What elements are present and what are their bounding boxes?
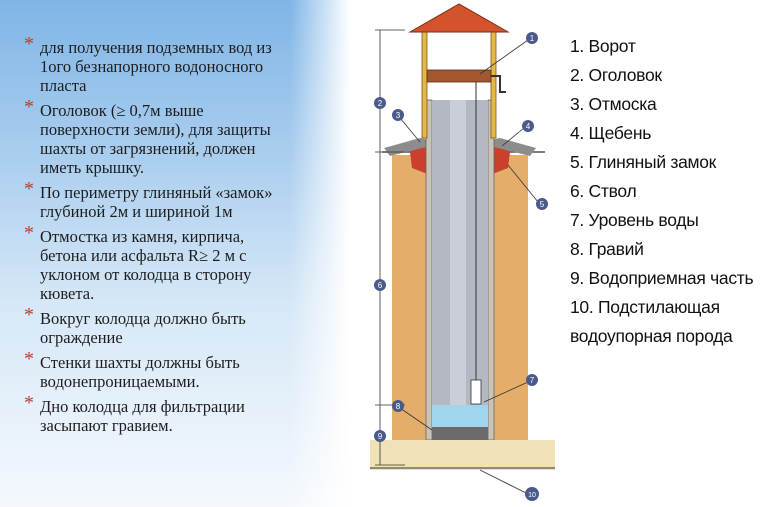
svg-text:4: 4 [526, 122, 531, 131]
marker-5: 5 [536, 198, 548, 210]
leader-line [501, 127, 525, 147]
svg-text:6: 6 [378, 281, 383, 290]
post-left [421, 27, 428, 139]
post-right [490, 27, 497, 139]
svg-text:7: 7 [530, 376, 535, 385]
legend-item: 2. Оголовок [570, 65, 662, 85]
svg-text:2: 2 [378, 99, 383, 108]
legend: 1. Ворот 2. Оголовок 3. Отмоска 4. Щебен… [570, 32, 765, 351]
marker-9: 9 [374, 430, 386, 442]
legend-item: 9. Водоприемная часть [570, 268, 754, 288]
svg-text:10: 10 [528, 492, 536, 499]
leader-line [479, 39, 529, 75]
marker-4: 4 [522, 120, 534, 132]
well-wall-left [425, 99, 433, 441]
gravel [432, 427, 488, 441]
bullet-star-icon: * [24, 304, 34, 326]
bullet-item: *Дно колодца для фильтрации засыпают гра… [24, 392, 245, 435]
clay-lock-right [490, 145, 510, 175]
roof [408, 3, 510, 33]
legend-item: водоупорная порода [570, 326, 733, 346]
well-diagram: 1 2 3 4 5 6 7 8 9 10 [370, 3, 555, 501]
legend-item: 6. Ствол [570, 181, 637, 201]
svg-text:3: 3 [396, 111, 401, 120]
legend-item: 8. Гравий [570, 239, 644, 259]
clay-lock [410, 145, 430, 175]
marker-2: 2 [374, 97, 386, 109]
windlass-handle [491, 75, 506, 93]
marker-1: 1 [526, 32, 538, 44]
bullet-star-icon: * [24, 222, 34, 244]
svg-text:5: 5 [540, 200, 545, 209]
svg-text:8: 8 [396, 402, 401, 411]
bullet-item: *для получения подземных вод из 1ого без… [24, 33, 272, 95]
bullet-item: *По периметру глиняный «замок» глубиной … [24, 178, 273, 221]
bullet-item: *Оголовок (≥ 0,7м выше поверхности земли… [24, 96, 271, 177]
bullet-item: *Отмостка из камня, кирпича, бетона или … [24, 222, 252, 303]
legend-item: 3. Отмоска [570, 94, 657, 114]
pavement [384, 138, 430, 156]
legend-item: 4. Щебень [570, 123, 652, 143]
leader-line [479, 469, 529, 495]
water [432, 405, 488, 427]
bullet-star-icon: * [24, 33, 34, 55]
legend-item: 10. Подстилающая [570, 297, 720, 317]
bullet-list: *для получения подземных вод из 1ого без… [24, 33, 354, 441]
bullet-star-icon: * [24, 96, 34, 118]
well-wall-right [487, 99, 495, 441]
bullet-star-icon: * [24, 392, 34, 414]
marker-6: 6 [374, 279, 386, 291]
soil-right [490, 155, 528, 470]
pavement-right [490, 138, 536, 156]
bullet-star-icon: * [24, 178, 34, 200]
bedrock [370, 440, 555, 470]
marker-3: 3 [392, 109, 404, 121]
bullet-item: *Стенки шахты должны быть водонепроницае… [24, 348, 240, 391]
svg-text:9: 9 [378, 432, 383, 441]
leader-line [483, 381, 529, 403]
marker-8: 8 [392, 400, 404, 412]
svg-text:1: 1 [530, 34, 535, 43]
leader-line [507, 164, 539, 203]
leader-line [399, 117, 421, 143]
bullet-panel: *для получения подземных вод из 1ого без… [0, 0, 350, 507]
windlass [426, 69, 492, 83]
bullet-star-icon: * [24, 348, 34, 370]
legend-item: 1. Ворот [570, 36, 636, 56]
legend-item: 7. Уровень воды [570, 210, 699, 230]
shaft-highlight [450, 100, 466, 405]
leader-line [399, 407, 433, 431]
legend-item: 5. Глиняный замок [570, 152, 717, 172]
bullet-item: *Вокруг колодца должно быть ограждение [24, 304, 246, 347]
marker-10: 10 [525, 487, 539, 501]
soil-left [392, 155, 430, 470]
bucket-icon [470, 379, 482, 405]
marker-7: 7 [526, 374, 538, 386]
